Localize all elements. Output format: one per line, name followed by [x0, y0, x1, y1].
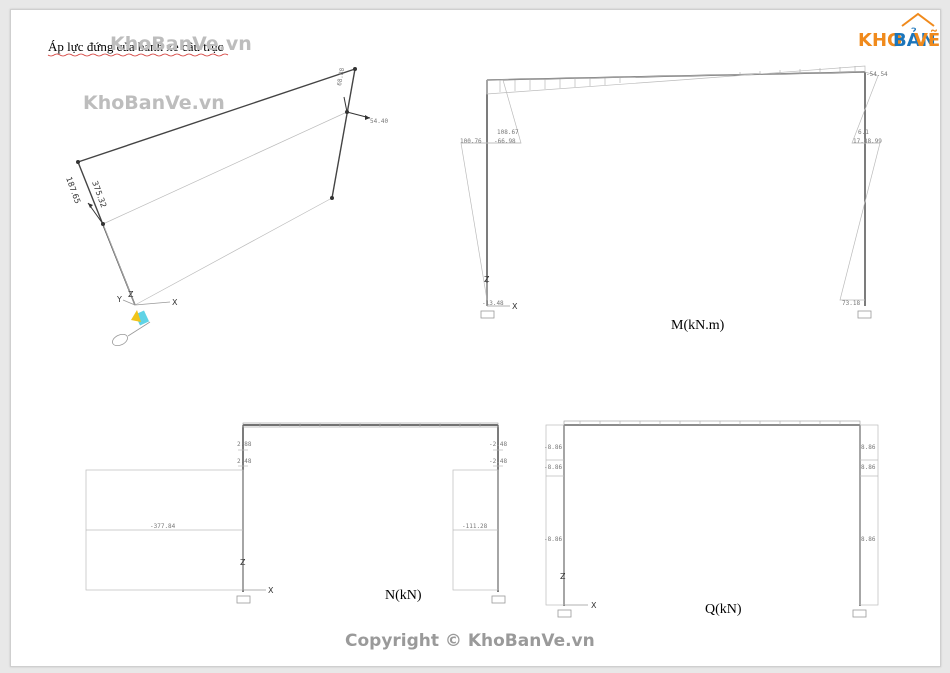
- logo-text-ve: VẼ: [914, 28, 940, 51]
- shear-value: 8.86: [861, 444, 876, 451]
- axial-value: -2.48: [489, 441, 507, 448]
- moment-value: 108.67: [497, 129, 519, 136]
- shear-value: -8.86: [544, 444, 562, 451]
- shear-fill-left-column: [545, 424, 565, 606]
- axial-value: -377.84: [150, 523, 176, 530]
- logo: KHO BẢN VẼ: [858, 12, 940, 51]
- drawing-sheet: [10, 9, 941, 667]
- load-label: 187.65: [64, 176, 82, 205]
- shear-value: 8.86: [861, 536, 876, 543]
- watermark-copyright: Copyright © KhoBanVe.vn: [345, 631, 595, 651]
- moment-value: 73.18: [842, 300, 860, 307]
- axial-fill-rafter: [242, 422, 499, 428]
- axis-label-x: X: [172, 298, 178, 307]
- diagram-caption-axial: N(kN): [385, 588, 422, 603]
- load-label: 68.88: [336, 67, 346, 86]
- moment-value: -66.98: [494, 138, 516, 145]
- shear-diagram: -8.86 -8.86 -8.86 8.86 8.86 8.86 X Z Q(k…: [544, 420, 879, 618]
- support-marker: [134, 310, 150, 326]
- axial-value: -2.48: [489, 458, 507, 465]
- support-left: [480, 310, 495, 319]
- support-right: [857, 310, 872, 319]
- diagram-caption-shear: Q(kN): [705, 602, 742, 617]
- moment-value: 17.88.99: [853, 138, 882, 145]
- axial-value: 2.48: [237, 458, 252, 465]
- moment-fill-rafter: [486, 65, 866, 95]
- page-title: Áp lực đứng của bánh xe cầu trục: [48, 39, 224, 54]
- watermark-left: KhoBanVe.vn: [83, 92, 225, 114]
- logo-text-kho: KHO: [858, 30, 902, 51]
- moment-value: -54.54: [866, 71, 888, 78]
- axis-label-z: Z: [128, 290, 134, 299]
- axial-value: 2.88: [237, 441, 252, 448]
- axis-label-z: Z: [240, 558, 246, 567]
- logo-text-ban: BẢN: [893, 28, 936, 51]
- shear-value: 8.86: [861, 464, 876, 471]
- moment-value: 6.1: [858, 129, 869, 136]
- watermark-top: KhoBanVe.vn: [110, 33, 252, 55]
- shear-value: -8.86: [544, 536, 562, 543]
- axis-label-z: Z: [560, 572, 566, 581]
- axial-diagram: 2.88 2.48 -377.84 -2.48 -2.48 -111.28 X …: [85, 422, 507, 604]
- spell-underline: [47, 53, 229, 57]
- load-label: 375.32: [90, 180, 108, 209]
- support-right: [852, 609, 867, 618]
- diagram-caption-moment: M(kN.m): [671, 318, 725, 333]
- axial-value: -111.28: [462, 523, 488, 530]
- support-marker: [131, 310, 141, 322]
- axis-label-z: Z: [484, 275, 490, 284]
- axis-label-x: X: [591, 601, 597, 610]
- axis-label-x: X: [512, 302, 518, 311]
- moment-value: -13.48: [482, 300, 504, 307]
- support-symbol: [112, 333, 128, 347]
- moment-hatching: [499, 66, 856, 92]
- shear-value: -8.86: [544, 464, 562, 471]
- support-left: [236, 595, 251, 604]
- axis-label-y: Y: [116, 295, 122, 304]
- moment-value: 100.76: [460, 138, 482, 145]
- axis-label-x: X: [268, 586, 274, 595]
- load-label: 54.40: [370, 118, 388, 125]
- shear-fill-right-column: [859, 424, 879, 606]
- support-right: [491, 595, 506, 604]
- moment-diagram: 108.67 -66.98 100.76 -54.54 6.1 17.88.99…: [460, 65, 888, 333]
- shear-fill-rafter: [563, 420, 861, 426]
- support-left: [557, 609, 572, 618]
